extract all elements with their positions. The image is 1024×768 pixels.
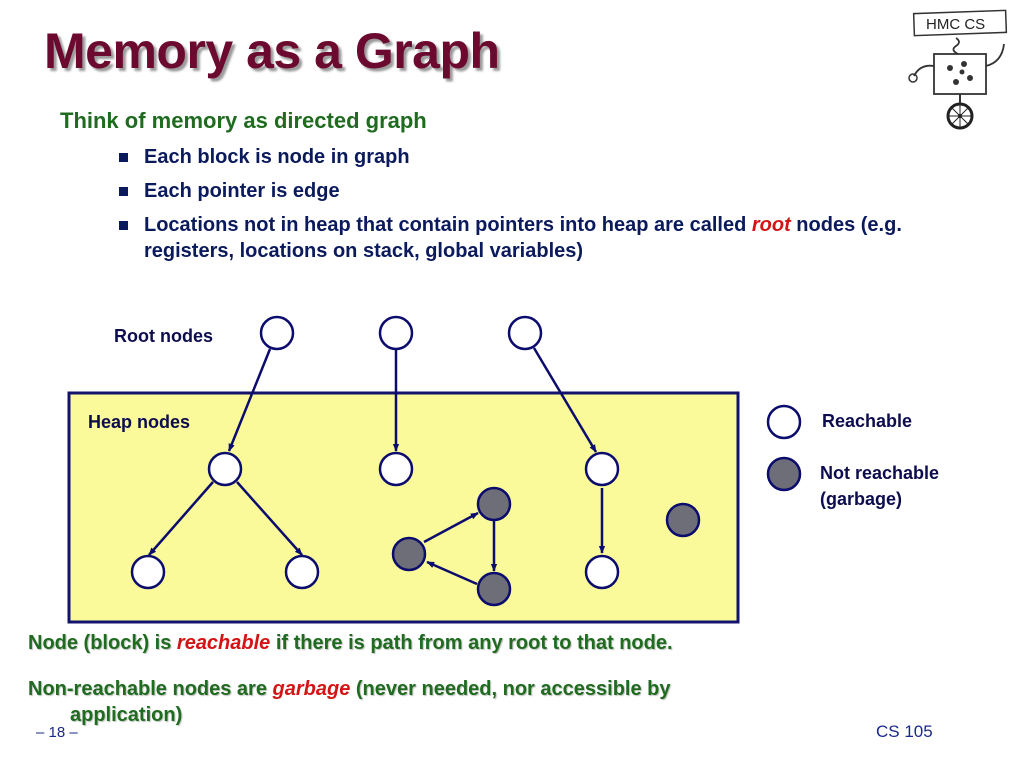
footer-text: if there is path from any root to that n… bbox=[270, 632, 673, 654]
bullet-square-icon bbox=[119, 221, 128, 230]
bullet-item: Locations not in heap that contain point… bbox=[116, 212, 996, 264]
footer-text-continued: application) bbox=[70, 704, 183, 726]
edge bbox=[423, 511, 479, 544]
legend-garbage-label: (garbage) bbox=[820, 489, 902, 509]
bullet-square-icon bbox=[119, 153, 128, 162]
heap-nodes-label: Heap nodes bbox=[88, 412, 190, 432]
legend-reachable-swatch bbox=[766, 404, 802, 440]
bullet-text-after: nodes (e.g. registers, locations on stac… bbox=[144, 214, 902, 262]
heap-node-reachable bbox=[284, 554, 320, 590]
bullet-text-before: Locations not in heap that contain point… bbox=[144, 214, 752, 236]
edge bbox=[236, 481, 303, 556]
heap-node-reachable bbox=[207, 451, 243, 487]
legend-garbage-swatch bbox=[766, 456, 802, 492]
graph-edges bbox=[148, 347, 606, 586]
bullet-text: Each block is node in graph bbox=[144, 146, 410, 168]
footer-text: (never needed, nor accessible by bbox=[350, 678, 671, 700]
page-number: – 18 – bbox=[36, 724, 78, 741]
bullet-square-icon bbox=[119, 187, 128, 196]
edge bbox=[148, 481, 214, 556]
root-node bbox=[259, 315, 295, 351]
heap-node-garbage bbox=[391, 536, 427, 572]
bullet-item: Each block is node in graph bbox=[116, 144, 996, 170]
heap-node-reachable bbox=[130, 554, 166, 590]
root-node bbox=[507, 315, 543, 351]
bullet-item: Each pointer is edge bbox=[116, 178, 996, 204]
root-nodes-label: Root nodes bbox=[114, 326, 213, 346]
course-label: CS 105 bbox=[876, 722, 933, 741]
bullet-list: Each block is node in graph Each pointer… bbox=[116, 144, 996, 272]
reachable-emphasis: reachable bbox=[176, 632, 271, 654]
footer-text: Node (block) is bbox=[28, 632, 177, 654]
footer-text: Non-reachable nodes are bbox=[28, 678, 273, 700]
edge bbox=[532, 347, 598, 453]
heap-node-garbage bbox=[665, 502, 701, 538]
bullet-emphasis-root: root bbox=[751, 214, 791, 236]
reachable-definition: Node (block) is reachable if there is pa… bbox=[28, 630, 673, 656]
legend-reachable-label: Reachable bbox=[822, 411, 912, 431]
legend-not-reachable-label: Not reachable bbox=[820, 463, 939, 483]
heap-region bbox=[67, 391, 740, 624]
root-node bbox=[378, 315, 414, 351]
edge bbox=[426, 560, 478, 586]
heap-node-reachable bbox=[378, 451, 414, 487]
heap-node-garbage bbox=[476, 486, 512, 522]
heap-node-reachable bbox=[584, 554, 620, 590]
garbage-emphasis: garbage bbox=[272, 678, 351, 700]
hmc-cs-logo-icon: HMC CS bbox=[908, 9, 1008, 130]
edge bbox=[227, 348, 272, 452]
heap-node-garbage bbox=[476, 571, 512, 607]
garbage-definition: Non-reachable nodes are garbage (never n… bbox=[28, 676, 670, 728]
slide-title: Memory as a Graph bbox=[44, 23, 500, 79]
bullet-text: Each pointer is edge bbox=[144, 180, 340, 202]
heading: Think of memory as directed graph bbox=[60, 108, 427, 133]
svg-text:HMC CS: HMC CS bbox=[926, 16, 985, 33]
heap-node-reachable bbox=[584, 451, 620, 487]
